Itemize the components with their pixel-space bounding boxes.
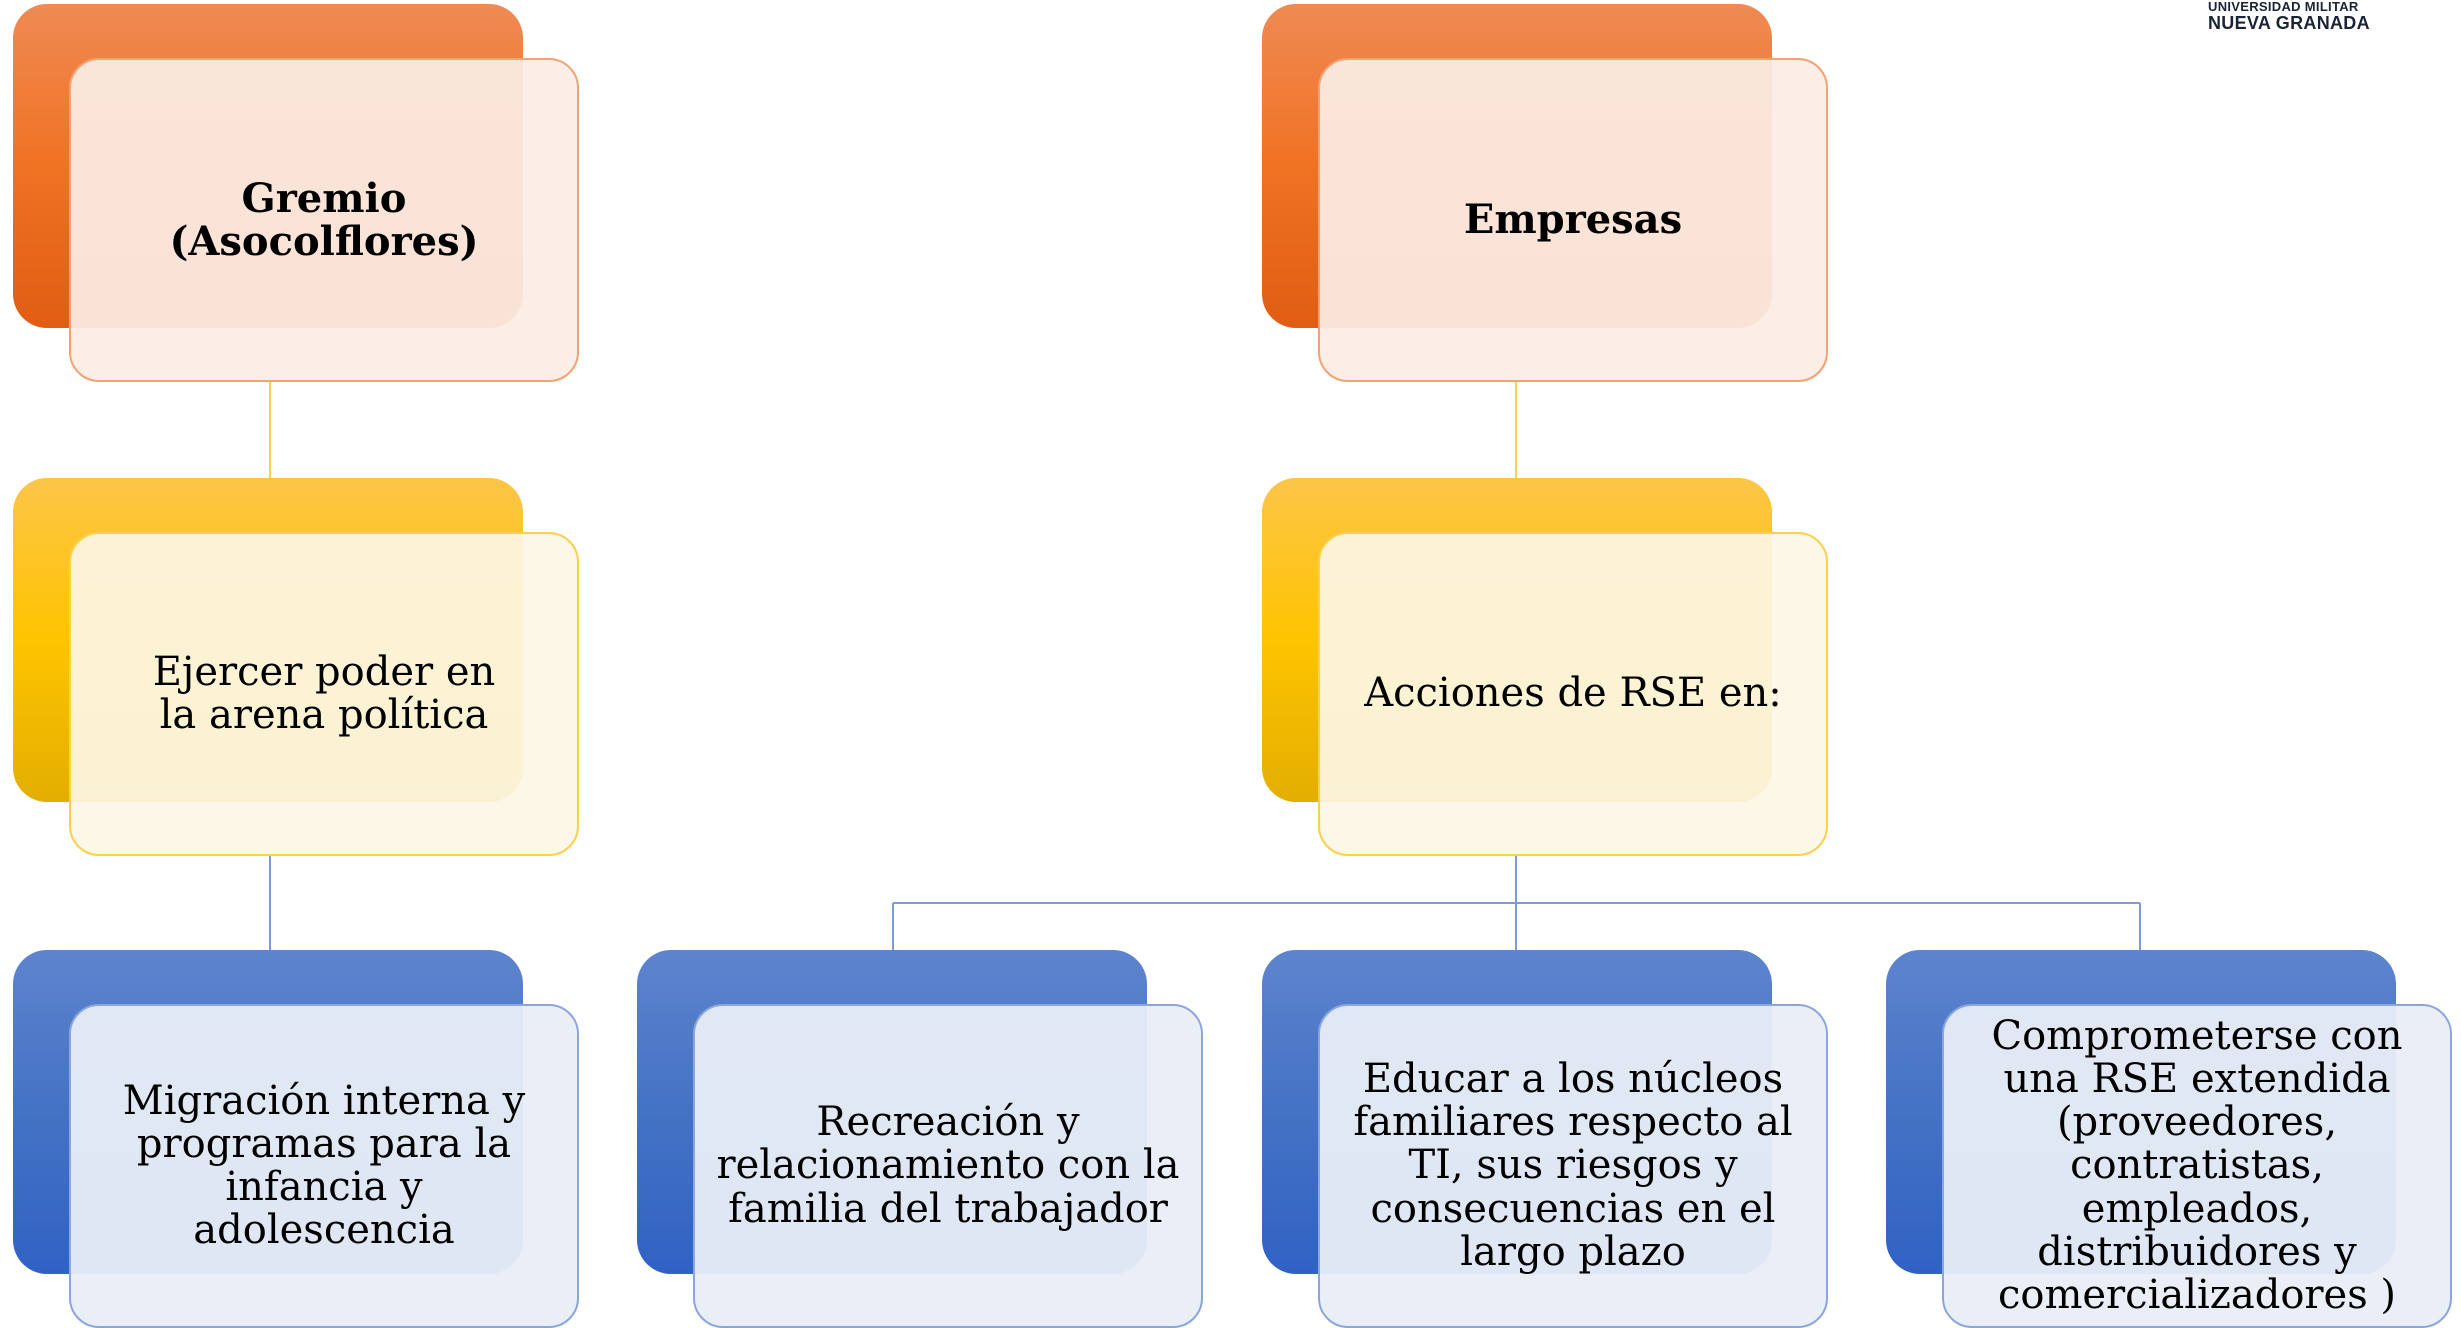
node-ejercer-card: Ejercer poder en la arena política [69, 532, 579, 856]
node-gremio-label: Gremio (Asocolflores) [169, 174, 479, 265]
node-acciones-card: Acciones de RSE en: [1318, 532, 1828, 856]
node-gremio-card: Gremio (Asocolflores) [69, 58, 579, 382]
node-educar-card: Educar a los núcleos familiares respecto… [1318, 1004, 1828, 1328]
node-empresas-label: Empresas [1463, 196, 1683, 244]
logo-line-2: NUEVA GRANADA [2208, 12, 2370, 33]
node-acciones-label: Acciones de RSE en: [1364, 670, 1782, 717]
node-comprometerse-card: Comprometerse con una RSE extendida (pro… [1942, 1004, 2452, 1328]
node-comprometerse-label: Comprometerse con una RSE extendida (pro… [1991, 1012, 2403, 1318]
node-recreacion-card: Recreación y relacionamiento con la fami… [693, 1004, 1203, 1328]
node-migracion-card: Migración interna y programas para la in… [69, 1004, 579, 1328]
node-educar-label: Educar a los núcleos familiares respecto… [1353, 1056, 1793, 1275]
node-ejercer-label: Ejercer poder en la arena política [152, 648, 496, 738]
logo-line-1: UNIVERSIDAD MILITAR [2208, 0, 2359, 14]
node-recreacion-label: Recreación y relacionamiento con la fami… [716, 1099, 1180, 1232]
node-empresas-card: Empresas [1318, 58, 1828, 382]
university-logo: UNIVERSIDAD MILITAR NUEVA GRANADA [2208, 0, 2408, 40]
node-migracion-label: Migración interna y programas para la in… [122, 1077, 526, 1254]
